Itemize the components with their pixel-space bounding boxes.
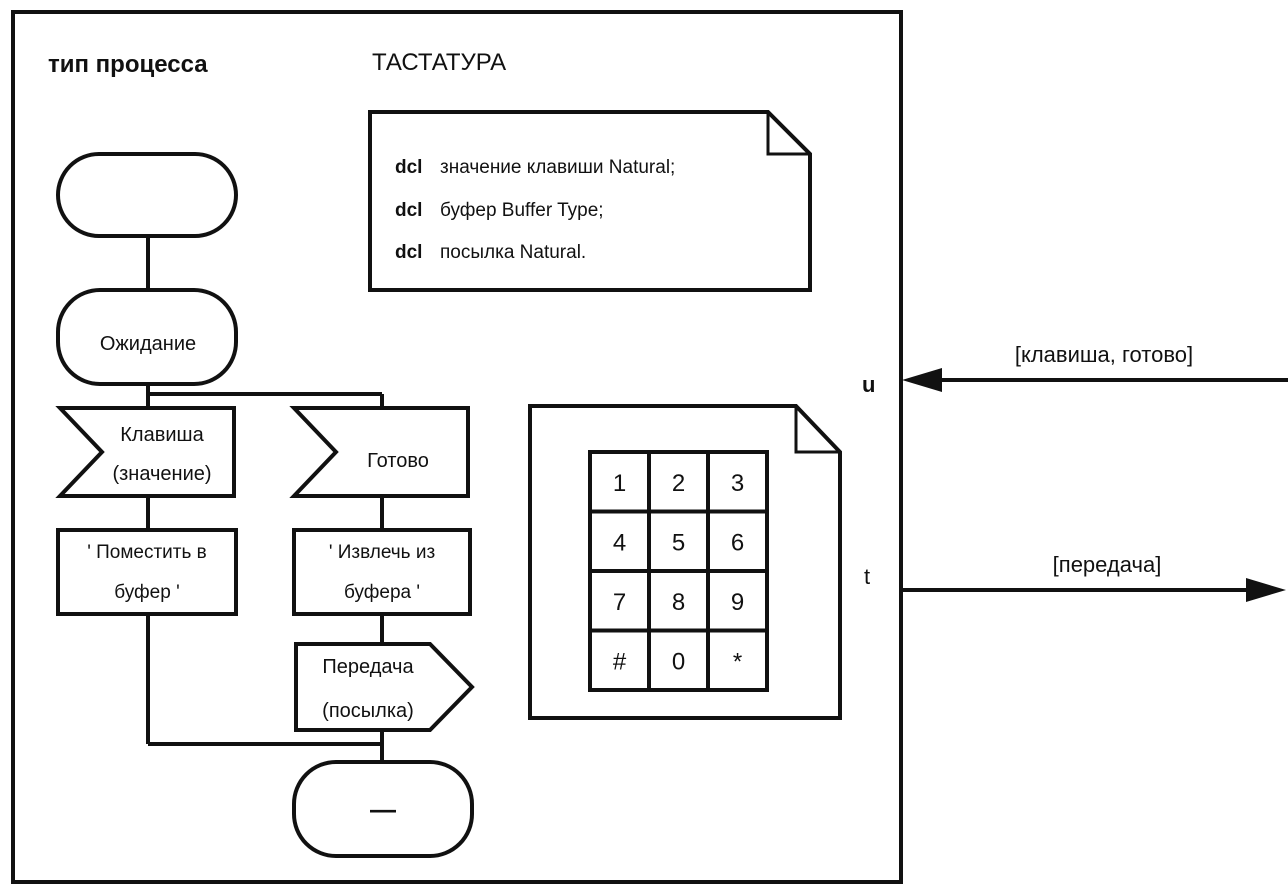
task-get-line2: буфера ' xyxy=(344,582,420,603)
input-key-line2: (значение) xyxy=(112,463,211,485)
port-u: u [клавиша, готово] xyxy=(862,342,1288,397)
flow-connectors xyxy=(146,236,384,762)
port-t-arrowhead xyxy=(1246,578,1286,602)
port-u-name: u xyxy=(862,372,875,397)
end-state-label: — xyxy=(370,794,396,824)
keypad-key-label: 4 xyxy=(613,529,626,556)
keypad-key-label: 8 xyxy=(672,589,685,616)
process-frame xyxy=(11,10,903,884)
task-put-line1: ' Поместить в xyxy=(87,542,207,563)
keypad-key-label: 3 xyxy=(731,470,744,497)
port-u-signals: [клавиша, готово] xyxy=(1015,342,1193,367)
process-name: ТАСТАТУРА xyxy=(372,49,506,76)
port-t-name: t xyxy=(864,564,870,589)
start-state xyxy=(56,152,238,238)
dcl-keyword-2: dcl xyxy=(395,200,422,221)
task-put-line2: буфер ' xyxy=(114,582,179,603)
keypad-key xyxy=(588,509,651,573)
keypad-key-label: * xyxy=(733,648,742,675)
task-put-buffer: ' Поместить в буфер ' xyxy=(56,528,238,616)
keypad-key-label: 1 xyxy=(613,470,626,497)
port-t-signals: [передача] xyxy=(1053,552,1162,577)
keypad-key xyxy=(647,628,710,692)
keypad-key-label: 5 xyxy=(672,529,685,556)
keypad-key-label: 9 xyxy=(731,589,744,616)
port-u-arrowhead xyxy=(902,368,942,392)
keypad-grid: 1 2 3 4 5 6 7 8 9 #0 * xyxy=(588,450,769,692)
task-get-line1: ' Извлечь из xyxy=(329,542,435,563)
port-t: t [передача] xyxy=(864,552,1286,602)
keypad-key-label: 7 xyxy=(613,589,626,616)
dcl-text-1: значение клавиши Natural; xyxy=(440,157,675,178)
input-ready-signal: Готово xyxy=(289,406,470,498)
keypad-comment: 1 2 3 4 5 6 7 8 9 #0 * xyxy=(528,404,842,720)
input-ready-label: Готово xyxy=(367,450,429,472)
input-key-signal: Клавиша (значение) xyxy=(55,406,236,498)
dcl-keyword-1: dcl xyxy=(395,157,422,178)
keypad-key-label: 2 xyxy=(672,470,685,497)
task-get-buffer: ' Извлечь из буфера ' xyxy=(292,528,472,616)
dcl-text-2: буфер Buffer Type; xyxy=(440,200,604,221)
declarations-box: dcl значение клавиши Natural; dcl буфер … xyxy=(368,110,812,292)
wait-state: Ожидание xyxy=(56,288,238,386)
keypad-key-label: 0 xyxy=(672,648,685,675)
keypad-key xyxy=(588,628,651,692)
keypad-key-label: 6 xyxy=(731,529,744,556)
keypad-key-label: # xyxy=(613,648,627,675)
process-type-label: тип процесса xyxy=(48,51,208,78)
end-state: — xyxy=(292,760,474,858)
dcl-text-3: посылка Natural. xyxy=(440,242,586,263)
wait-state-label: Ожидание xyxy=(100,333,196,355)
keypad-key xyxy=(647,450,710,514)
input-key-line1: Клавиша xyxy=(120,424,204,446)
output-send-line2: (посылка) xyxy=(322,700,414,722)
keypad-key xyxy=(706,628,769,692)
output-send-signal: Передача (посылка) xyxy=(294,642,475,732)
dcl-keyword-3: dcl xyxy=(395,242,422,263)
output-send-line1: Передача xyxy=(322,656,414,678)
